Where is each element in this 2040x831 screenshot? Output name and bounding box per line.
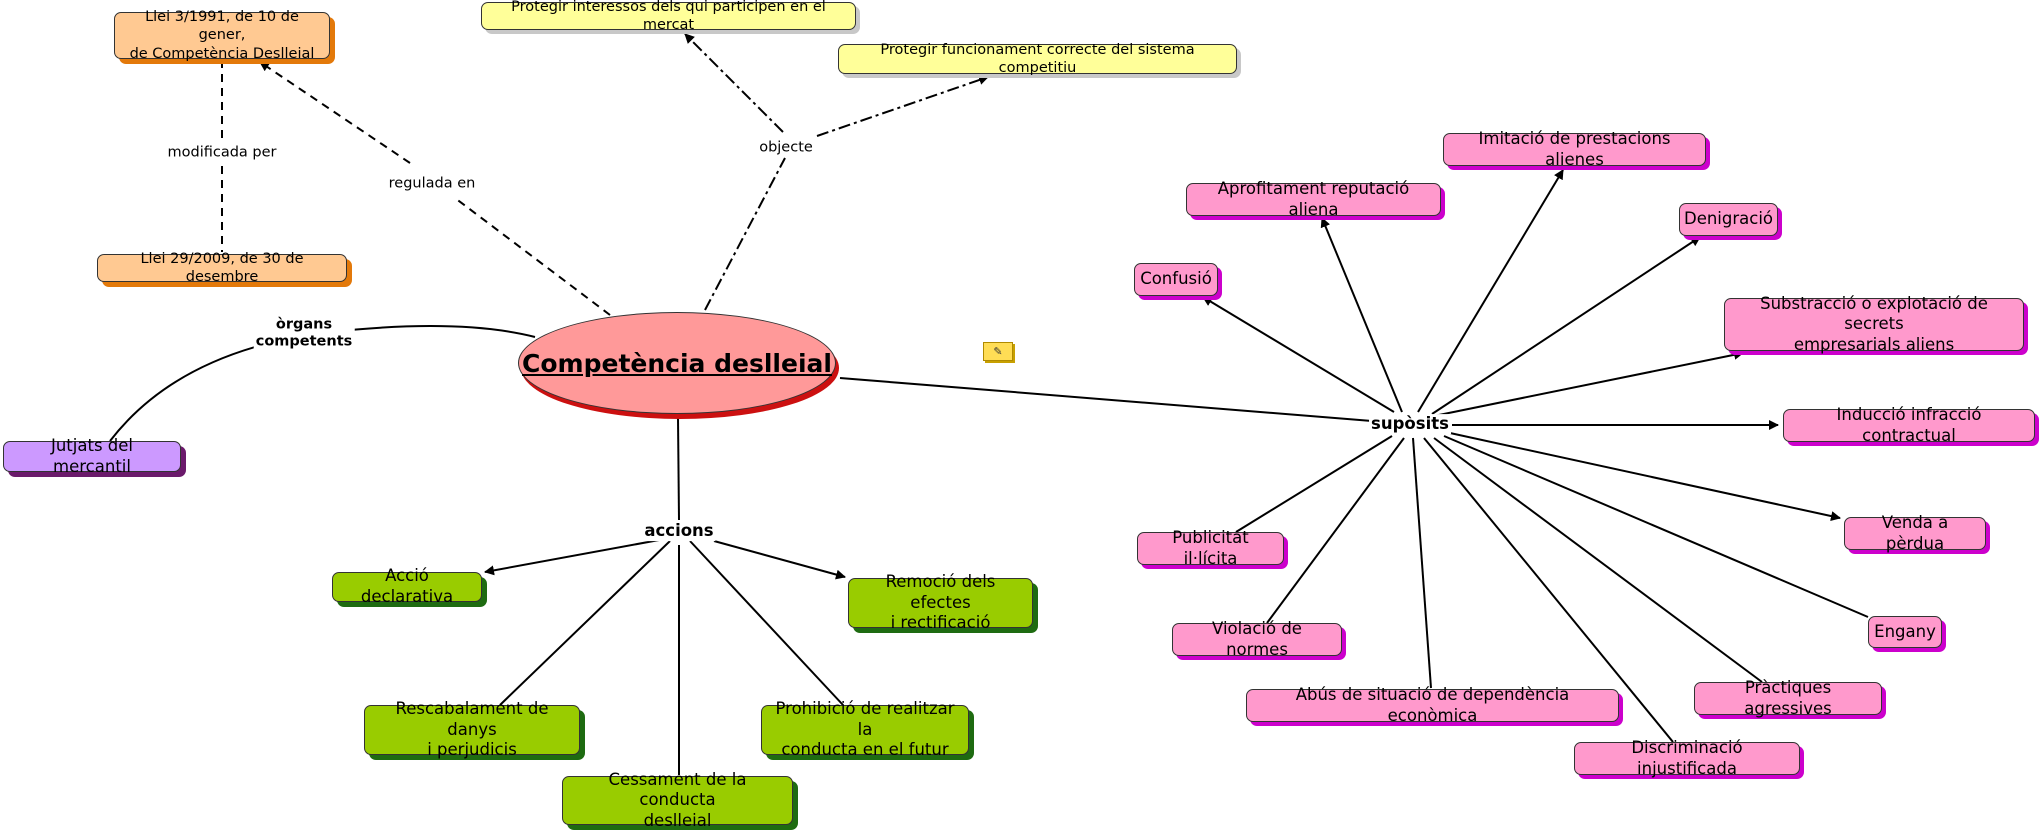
edge-suposits-venda: [1449, 432, 1841, 521]
case-node-induccio[interactable]: Inducció infracció contractual: [1783, 405, 2035, 445]
law-node-1991[interactable]: Llei 3/1991, de 10 de gener, de Competèn…: [114, 9, 330, 62]
edge-suposits-substraccio: [1433, 349, 1744, 417]
case-node-denigracio[interactable]: Denigració: [1679, 203, 1778, 236]
case-node-aprofitament[interactable]: Aprofitament reputació aliena: [1186, 179, 1441, 219]
edge-accions-remocio: [713, 540, 846, 580]
edge-suposits-imitacio: [1417, 169, 1564, 413]
case-node-venda[interactable]: Venda a pèrdua: [1844, 513, 1986, 553]
central-title: Competència deslleial: [522, 348, 832, 378]
case-node-publicitat[interactable]: Publicitat il·lícita: [1137, 528, 1284, 568]
link-label-accions: accions: [642, 521, 716, 541]
law-node-2009[interactable]: Llei 29/2009, de 30 de desembre: [97, 251, 347, 285]
action-node-remocio[interactable]: Remoció dels efectes i rectificació: [848, 572, 1033, 632]
edge-objecte-obj2: [816, 75, 989, 137]
link-label-organs: òrgans competents: [253, 316, 355, 352]
edge-suposits-engany: [1443, 435, 1869, 618]
case-node-confusio[interactable]: Confusió: [1134, 263, 1218, 296]
note-icon[interactable]: ✎: [983, 342, 1013, 361]
objective-node-2[interactable]: Protegir funcionament correcte del siste…: [838, 42, 1237, 76]
case-node-violacio[interactable]: Violació de normes: [1172, 619, 1342, 659]
action-node-rescabalament[interactable]: Rescabalament de danys i perjudicis: [364, 699, 580, 759]
central-node[interactable]: Competència deslleial: [518, 312, 836, 414]
edge-accions-prohibicio: [689, 540, 844, 706]
link-label-objecte: objecte: [757, 139, 815, 157]
edge-suposits-aprofitament: [1320, 217, 1403, 413]
edge-accions-declarativa: [484, 537, 671, 576]
edge-central-accions: [677, 417, 680, 521]
edge-central-suposits: [839, 377, 1373, 422]
case-node-engany[interactable]: Engany: [1868, 616, 1942, 648]
link-label-suposits: supòsits: [1369, 414, 1451, 434]
action-node-cessament[interactable]: Cessament de la conducta deslleial: [562, 770, 793, 830]
edge-central-regulada: [454, 197, 611, 316]
edge-regulada-llei1991: [259, 61, 411, 164]
case-node-agressives[interactable]: Pràctiques agressives: [1694, 678, 1882, 718]
edge-objecte-obj1: [684, 33, 784, 133]
edge-suposits-agressives: [1433, 437, 1763, 683]
edge-suposits-confusio: [1202, 296, 1395, 413]
case-node-discriminacio[interactable]: Discriminació injustificada: [1574, 738, 1800, 778]
edge-suposits-abus: [1412, 437, 1432, 689]
objective-node-1[interactable]: Protegir interessos dels qui participen …: [481, 0, 856, 33]
case-node-abus[interactable]: Abús de situació de dependència econòmic…: [1246, 685, 1619, 725]
edge-suposits-publicitat: [1235, 435, 1393, 533]
link-label-modificada-per: modificada per: [165, 144, 279, 162]
edge-suposits-violacio: [1266, 437, 1405, 624]
action-node-declarativa[interactable]: Acció declarativa: [332, 566, 482, 606]
action-node-prohibicio[interactable]: Prohibició de realitzar la conducta en e…: [761, 699, 969, 759]
case-node-imitacio[interactable]: Imitació de prestacions alienes: [1443, 129, 1706, 169]
edge-suposits-discriminacio: [1423, 437, 1674, 743]
edge-accions-rescabalament: [499, 540, 671, 706]
edge-suposits-denigracio: [1431, 236, 1701, 415]
link-label-regulada-en: regulada en: [386, 175, 478, 193]
case-node-substraccio[interactable]: Substracció o explotació de secrets empr…: [1724, 294, 2024, 354]
court-node[interactable]: Jutjats del mercantil: [3, 436, 181, 476]
edge-central-objecte: [704, 157, 786, 311]
